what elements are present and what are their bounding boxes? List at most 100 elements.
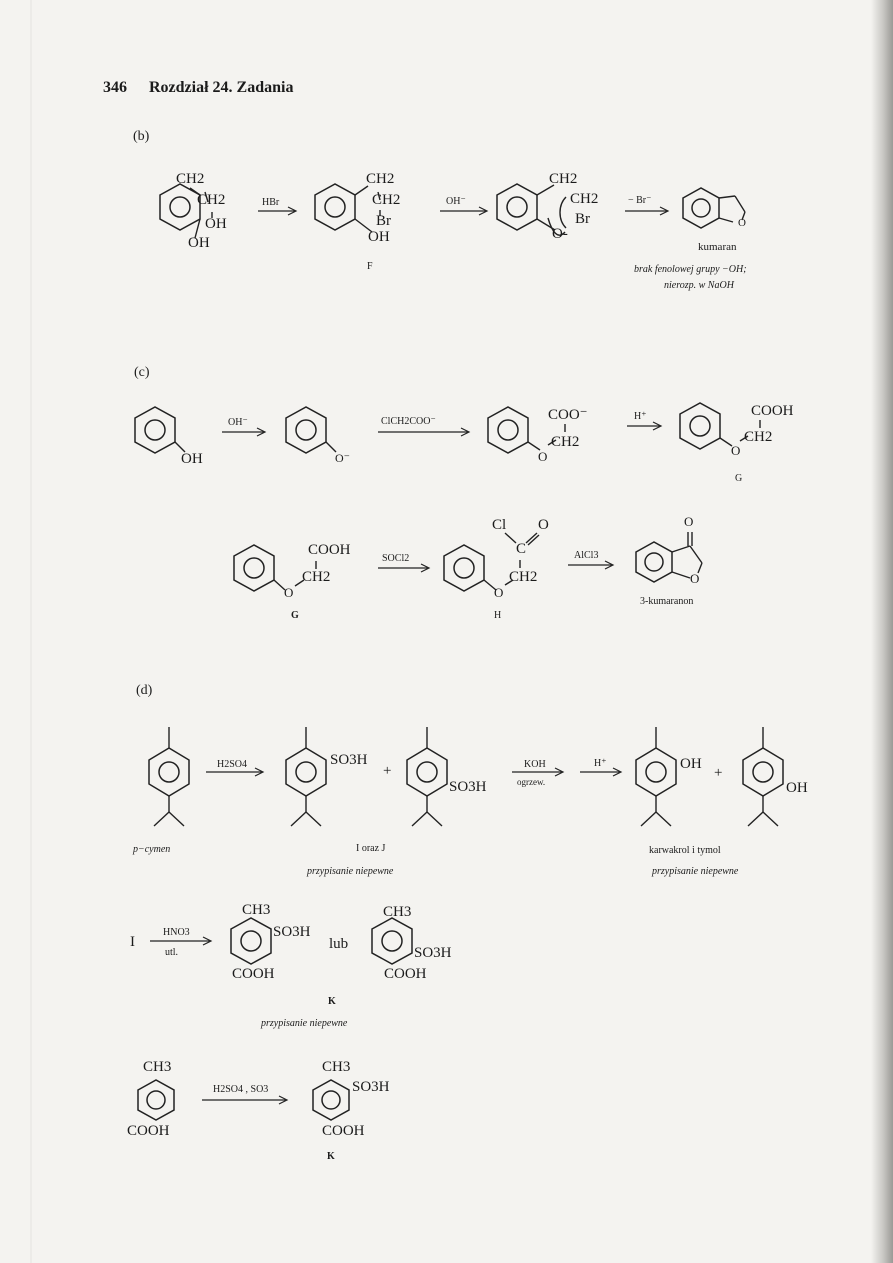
cymene-ring [148, 747, 190, 797]
G-cooh: COOH [751, 403, 794, 419]
I-so3h: SO3H [330, 752, 368, 768]
kumaranon-o-ring: O [690, 571, 700, 586]
scan-shadow [871, 0, 893, 1263]
K1-cooh: COOH [232, 966, 275, 982]
d-reagent-hno3: HNO3 [163, 927, 190, 938]
part-b-label: (b) [133, 129, 150, 144]
K2-ch3: CH3 [383, 904, 412, 920]
toluic-ch3: CH3 [143, 1059, 172, 1075]
c-G-ring [679, 402, 721, 450]
kumaran-ring [682, 187, 720, 229]
int1-o: O [538, 449, 548, 464]
plus-1: + [383, 763, 392, 779]
b-reagent-oh: OH⁻ [446, 196, 466, 207]
part-c-label: (c) [134, 365, 150, 380]
K3-ch3: CH3 [322, 1059, 351, 1075]
int1-ch2: CH2 [551, 434, 580, 450]
c-reagent-h: H⁺ [634, 411, 647, 422]
phenoxide-ring [285, 406, 327, 454]
G2-ring [233, 544, 275, 592]
b-sm-oh2: OH [188, 235, 210, 251]
J-ring [406, 747, 448, 797]
IJ-label: I oraz J [356, 843, 386, 854]
K2-ring [371, 917, 413, 965]
chapter-title: Rozdział 24. Zadania [149, 79, 294, 96]
kumaranon-name: 3-kumaranon [640, 596, 694, 607]
F-ch2b: CH2 [372, 192, 401, 208]
F-ch2a: CH2 [366, 171, 395, 187]
phenoxide-o: O⁻ [335, 451, 350, 465]
c-reagent-oh: OH⁻ [228, 417, 248, 428]
page-fold [30, 0, 32, 1263]
kumaranon-ring [635, 541, 673, 583]
b-int-ch2a: CH2 [549, 171, 578, 187]
I-label: I [130, 934, 135, 950]
K3-ring [312, 1079, 350, 1121]
b-int-ring-circle [506, 196, 528, 218]
K3-label: K [327, 1151, 335, 1162]
carvacrol-ring [635, 747, 677, 797]
I-ring [285, 747, 327, 797]
kumaran-name: kumaran [698, 241, 737, 253]
K1-so3h: SO3H [273, 924, 311, 940]
toluic-cooh: COOH [127, 1123, 170, 1139]
d-reagent-h2so4: H2SO4 [217, 759, 248, 770]
b-sm-oh1: OH [205, 216, 227, 232]
kumaran-note2: nierozp. w NaOH [664, 280, 734, 291]
H-o-top: O [538, 517, 549, 533]
G-label: G [735, 473, 743, 484]
carvacrol-oh: OH [680, 756, 702, 772]
thymol-oh: OH [786, 780, 808, 796]
K2-so3h: SO3H [414, 945, 452, 961]
int1-coo: COO⁻ [548, 407, 588, 423]
thymol-ring [742, 747, 784, 797]
c-reagent-clch2coo: ClCH2COO⁻ [381, 416, 436, 427]
IJ-note: przypisanie niepewne [307, 866, 394, 877]
b-sm-ring-circle [169, 196, 191, 218]
part-d-label: (d) [136, 683, 153, 698]
lub-text: lub [329, 936, 349, 952]
K2-cooh: COOH [384, 966, 427, 982]
b-reagent-br: − Br⁻ [628, 195, 652, 206]
K3-cooh: COOH [322, 1123, 365, 1139]
kumaran-ring-circle [691, 198, 711, 218]
d-reagent-koh: KOH [524, 759, 546, 770]
K3-so3h: SO3H [352, 1079, 390, 1095]
G2-label: G [291, 610, 299, 621]
H-o: O [494, 585, 504, 600]
phenol-ring [134, 406, 176, 454]
G-ch2: CH2 [744, 429, 773, 445]
F-oh: OH [368, 229, 390, 245]
b-reagent-hbr: HBr [262, 197, 280, 208]
F-label: F [367, 261, 373, 272]
G2-cooh: COOH [308, 542, 351, 558]
phenol-oh: OH [181, 451, 203, 467]
K1-ch3: CH3 [242, 902, 271, 918]
K1-ring [230, 917, 272, 965]
d-reagent-ogrzew: ogrzew. [517, 777, 546, 787]
c-reagent-socl2: SOCl2 [382, 553, 410, 564]
b-sm-ch2a: CH2 [176, 171, 205, 187]
b-int-ring [496, 183, 538, 231]
b-int-br: Br [575, 211, 590, 227]
d-reagent-utl: utl. [165, 947, 179, 958]
toluic-ring [137, 1079, 175, 1121]
phenols-name: karwakrol i tymol [649, 845, 721, 856]
b-F-ring-circle [324, 196, 346, 218]
c-int1-ring [487, 406, 529, 454]
b-F-ring [314, 183, 356, 231]
H-c: C [516, 541, 527, 557]
K-note: przypisanie niepewne [261, 1018, 348, 1029]
K-label: K [328, 996, 336, 1007]
G2-o: O [284, 585, 294, 600]
plus-2: + [714, 765, 723, 781]
kumaran-note1: brak fenolowej grupy −OH; [634, 264, 747, 275]
kumaranon-o-top: O [684, 514, 694, 529]
d-reagent-h: H⁺ [594, 758, 607, 769]
b-int-o: O- [552, 226, 568, 242]
J-so3h: SO3H [449, 779, 487, 795]
F-br: Br [376, 213, 391, 229]
H-cl: Cl [492, 517, 507, 533]
